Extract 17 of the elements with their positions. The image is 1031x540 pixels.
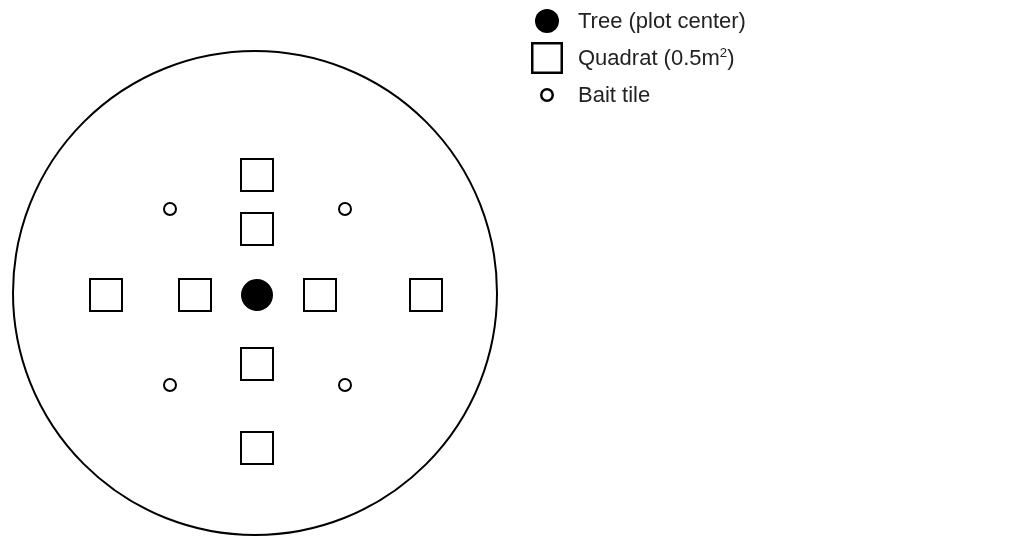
bait-tile-circle [163,202,177,216]
tree-dot [241,279,273,311]
quadrat-square [178,278,212,312]
bait-tile-circle [338,202,352,216]
quadrat-square [240,347,274,381]
legend-text: Quadrat (0.5m$^{2}$) [578,44,735,72]
bait-tile-circle [338,378,352,392]
quadrat-square [240,212,274,246]
legend-text: Tree (plot center) [578,8,746,34]
quadrat-square [89,278,123,312]
quadrat-square [240,158,274,192]
quadrat-square [240,431,274,465]
legend-text: Bait tile [578,82,651,108]
quadrat-square [409,278,443,312]
plot-circle [12,50,498,536]
bait-tile-circle [163,378,177,392]
quadrat-square [303,278,337,312]
